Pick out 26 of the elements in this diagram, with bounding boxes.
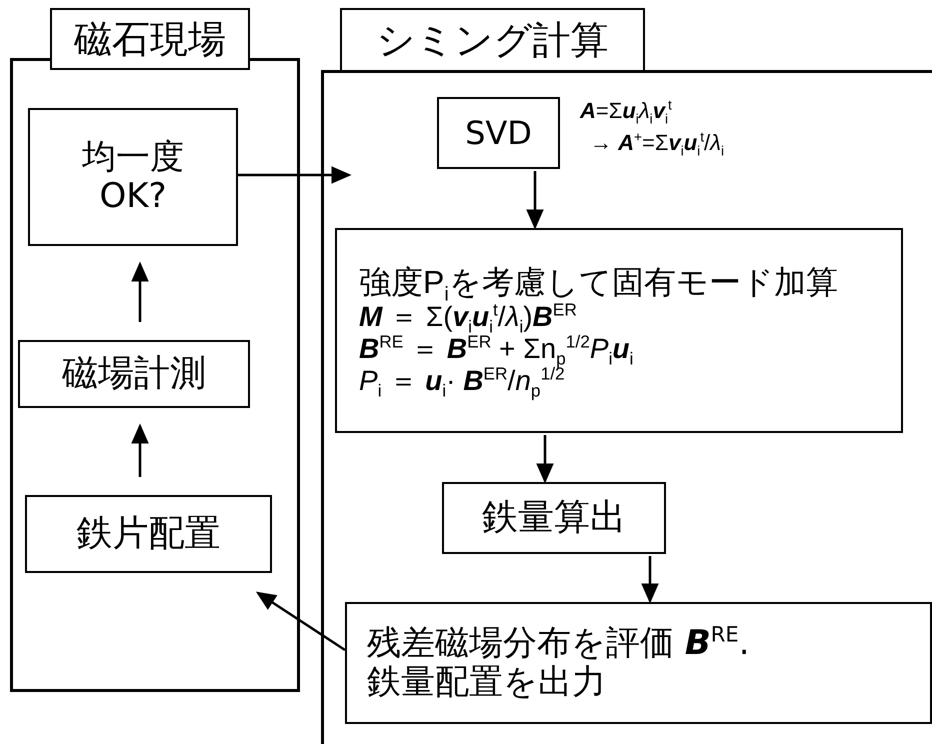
process-box	[25, 495, 272, 573]
box-label: 磁場計測	[62, 353, 206, 395]
process-box	[442, 482, 666, 554]
box-label: 鉄量算出	[482, 497, 626, 539]
process-box	[437, 97, 560, 169]
arrow	[526, 171, 544, 230]
process-box	[18, 340, 250, 408]
arrow	[131, 424, 149, 477]
panel-heading: シミング計算	[340, 8, 645, 72]
box-label: 残差磁場分布を評価 B$^{RE}$.	[367, 624, 750, 663]
arrow	[238, 166, 352, 184]
box-label: SVD	[465, 114, 532, 152]
arrow	[536, 435, 554, 484]
box-label: 均一度 OK?	[81, 138, 185, 216]
box-label: 鉄片配置	[76, 513, 220, 555]
box-label: 鉄量配置を出力	[367, 663, 606, 702]
arrow	[131, 262, 149, 322]
arrow	[641, 556, 659, 604]
process-box	[335, 228, 903, 433]
panel-heading: 磁石現場	[50, 8, 250, 70]
formula: → A$^{+}$=Σv$_{i}$u$_{i}$$^{t}$/λ$_{i}$	[590, 130, 724, 156]
box-label: 強度P$_{i}$を考慮して固有モード加算	[359, 264, 838, 301]
arrow	[256, 592, 346, 652]
formula: M ＝ Σ(v$_{i}$u$_{i}$$^{t}$/λ$_{i}$)B$^{ER}$	[359, 300, 577, 333]
output-box	[345, 602, 932, 724]
decision-box	[28, 108, 238, 246]
